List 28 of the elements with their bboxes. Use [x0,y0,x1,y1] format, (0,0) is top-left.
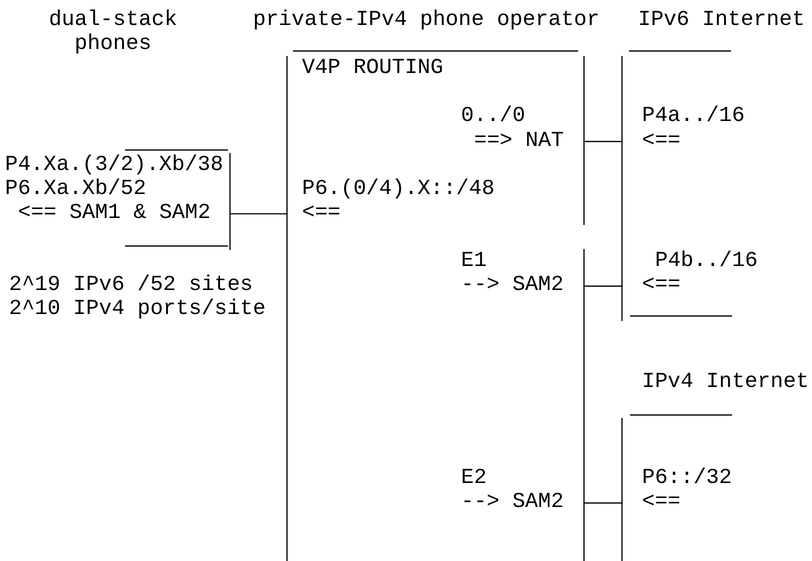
connector-line [584,140,622,142]
flow-label: --> SAM2 [461,490,564,514]
connector-line [584,286,622,287]
column-heading: IPv4 Internet [642,370,809,394]
exit-label: E1 [461,249,487,273]
flow-label: ==> NAT [474,128,564,152]
prefix-label: P4b../16 [655,249,758,273]
note-text: 2^19 IPv6 /52 sites [9,273,253,298]
connector-line [584,502,622,504]
column-heading: dual-stack phones [48,8,178,56]
flow-label: <== SAM1 & SAM2 [18,200,211,225]
prefix-label: P6.(0/4).X::/48 [302,176,495,201]
box-title: V4P ROUTING [302,56,444,80]
prefix-label: P4.Xa.(3/2).Xb/38 [5,152,224,177]
column-heading: private-IPv4 phone operator [253,8,600,32]
prefix-label: 0../0 [461,104,526,128]
arrow-text: <== [642,273,681,298]
prefix-label: P6.Xa.Xb/52 [5,176,146,201]
exit-label: E2 [461,466,487,490]
connector-line [230,213,287,214]
arrow-text: <== [642,128,681,152]
arrow-text: <== [642,490,681,514]
flow-label: --> SAM2 [461,273,564,298]
prefix-label: P6::/32 [642,466,732,490]
arrow-text: <== [302,200,341,225]
prefix-label: P4a../16 [642,104,745,128]
column-heading: IPv6 Internet [638,8,805,32]
note-text: 2^10 IPv4 ports/site [9,297,266,322]
